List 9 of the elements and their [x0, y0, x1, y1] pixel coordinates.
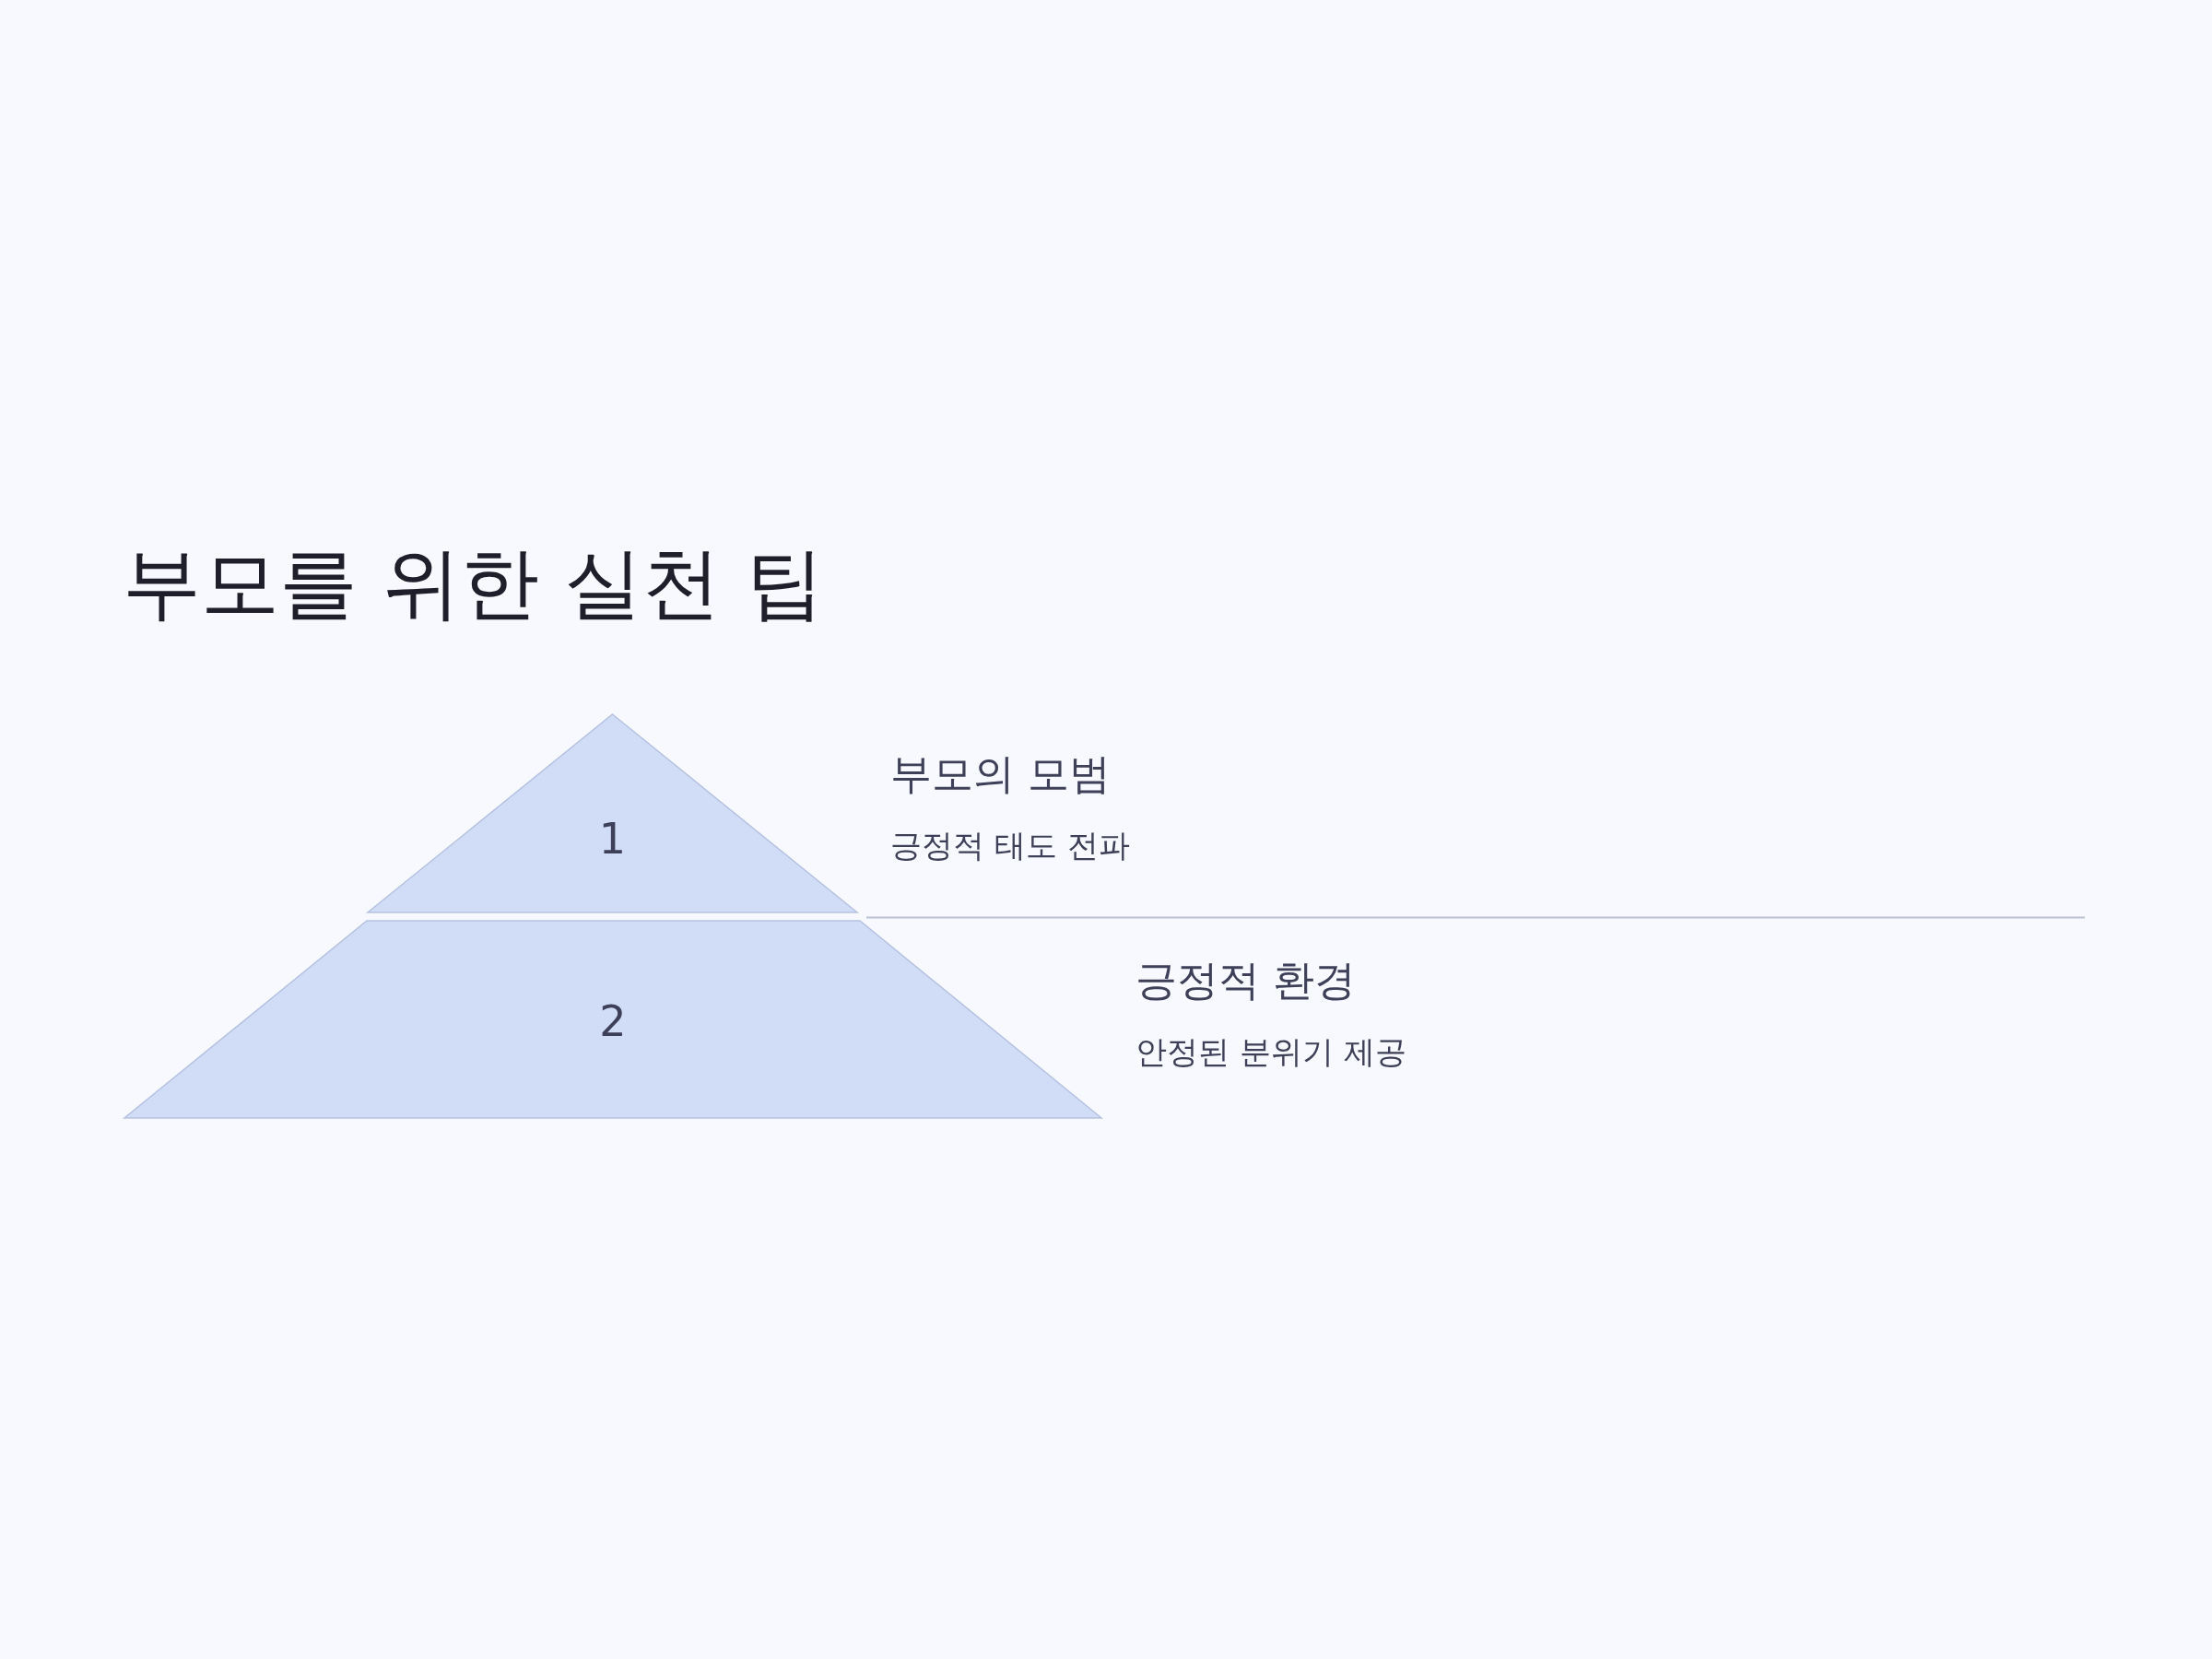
layer-number: 2: [599, 1000, 627, 1043]
layer-description: 긍정적 태도 전파: [890, 827, 1130, 865]
layer-heading: 부모의 모범: [890, 749, 1112, 799]
layer-heading: 긍정적 환경: [1135, 956, 1357, 1006]
pyramid-layer: [368, 714, 857, 912]
pyramid-layer: [124, 921, 1101, 1118]
layer-description: 안정된 분위기 제공: [1135, 1033, 1406, 1071]
title: 부모를 위한 실천 팁: [123, 536, 825, 630]
layer-number: 1: [598, 818, 627, 861]
